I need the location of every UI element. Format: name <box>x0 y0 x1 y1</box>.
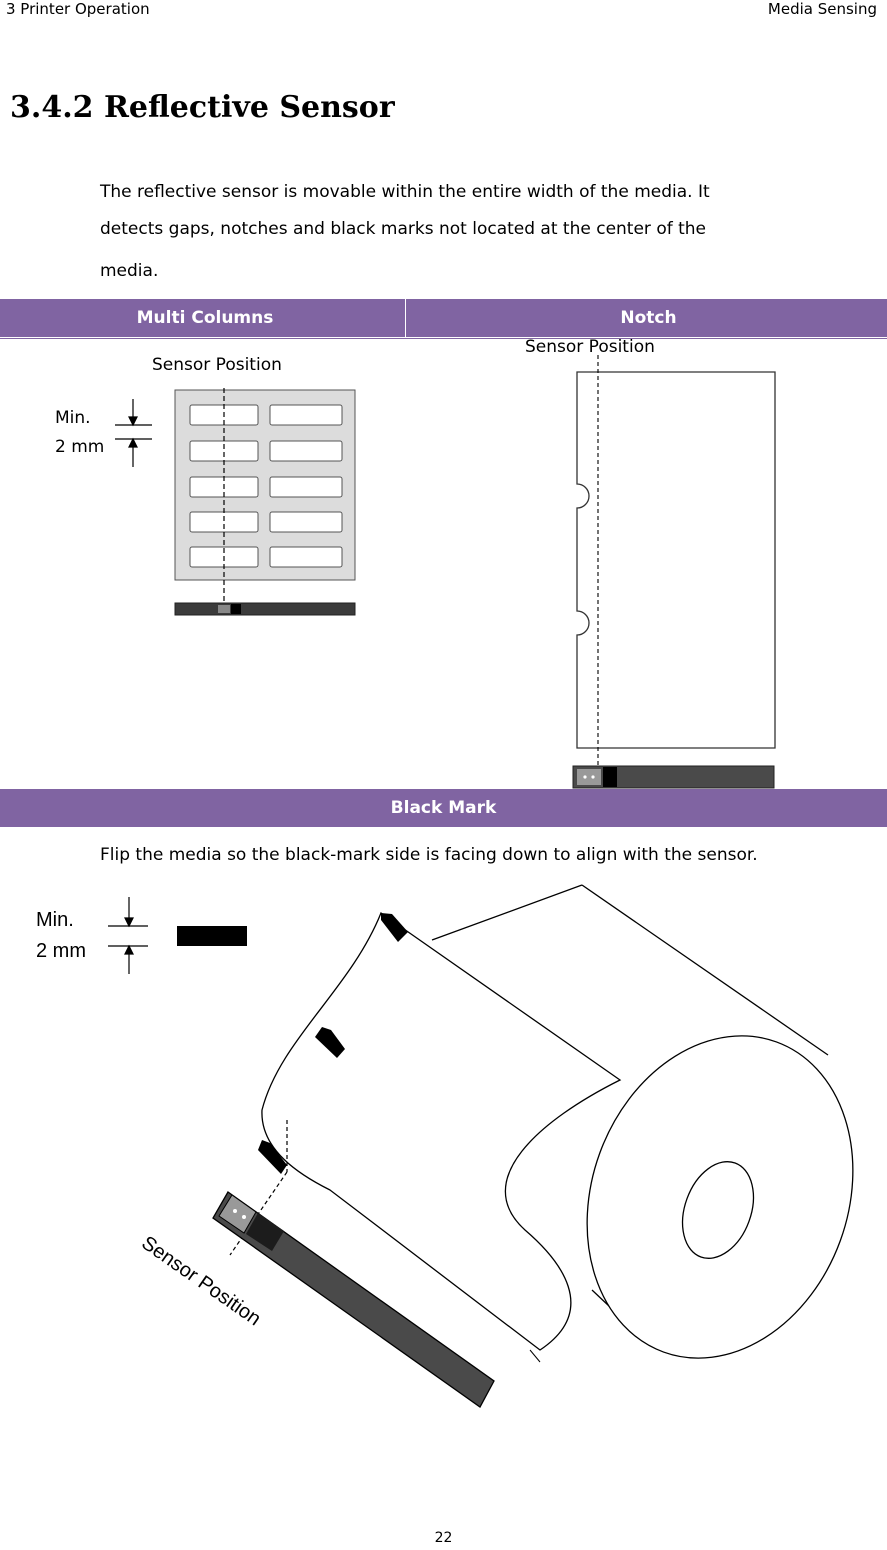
multi-columns-diagram <box>115 385 356 616</box>
page-number: 22 <box>434 1530 453 1546</box>
intro-line-3: media. <box>100 261 159 281</box>
col-header-multi-columns: Multi Columns <box>136 308 274 328</box>
black-mark-mm-label: 2 mm <box>36 940 86 962</box>
black-mark-min-label: Min. <box>36 909 74 931</box>
notch-sensor-bar <box>572 765 775 789</box>
multi-columns-sensor-label: Sensor Position <box>152 355 282 375</box>
black-mark-header-row: Black Mark <box>0 789 887 827</box>
notch-diagram <box>572 355 776 789</box>
black-mark-roll-diagram <box>108 884 854 1408</box>
table-header-row: Multi Columns Notch <box>0 299 887 337</box>
black-mark-header: Black Mark <box>390 798 497 818</box>
black-mark-sample <box>177 926 247 946</box>
roll-core <box>681 1161 755 1259</box>
min-gap-arrows <box>115 399 152 467</box>
multi-columns-mm-label: 2 mm <box>55 437 105 457</box>
running-header-left: 3 Printer Operation <box>6 0 150 18</box>
notch-sensor-label: Sensor Position <box>525 337 655 357</box>
roll-sensor-bar <box>212 1191 495 1408</box>
sensor-bar <box>174 602 356 616</box>
intro-line-1: The reflective sensor is movable within … <box>100 182 710 202</box>
running-header-right: Media Sensing <box>767 0 877 18</box>
col-header-notch: Notch <box>620 308 677 328</box>
black-mark-instruction: Flip the media so the black-mark side is… <box>100 845 758 865</box>
notch-media <box>576 371 776 749</box>
media-sheet <box>261 911 622 1351</box>
header-divider <box>405 299 406 337</box>
header-underline <box>0 338 887 339</box>
section-title: 3.4.2 Reflective Sensor <box>10 90 395 125</box>
multi-columns-min-label: Min. <box>55 408 91 428</box>
intro-line-2: detects gaps, notches and black marks no… <box>100 219 707 239</box>
